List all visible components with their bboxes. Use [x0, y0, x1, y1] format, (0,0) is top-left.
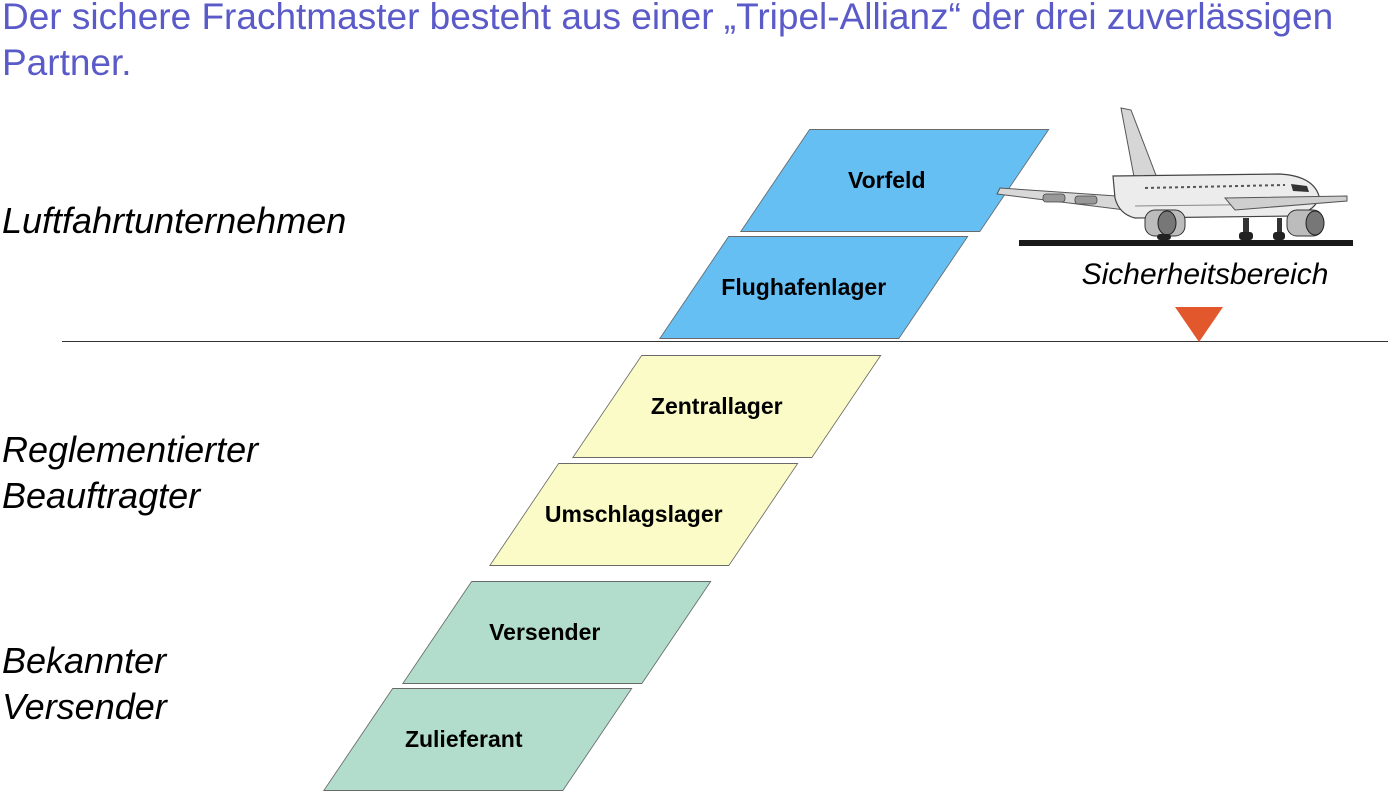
stage-flughafenlager: Flughafenlager [659, 236, 969, 339]
stage-zulieferant: Zulieferant [323, 688, 633, 791]
stage-zulieferant-label: Zulieferant [404, 726, 523, 752]
page-title: Der sichere Frachtmaster besteht aus ein… [2, 0, 1334, 83]
stage-zentrallager: Zentrallager [572, 355, 882, 458]
security-boundary-line [62, 341, 1388, 342]
airplane-icon [996, 107, 1353, 246]
group-label-bekannter-versender: Bekannter Versender [2, 638, 167, 730]
stage-umschlagslager: Umschlagslager [489, 463, 799, 566]
stage-vorfeld-label: Vorfeld [847, 167, 926, 193]
group-label-reglementierter-line2: Beauftragter [2, 475, 201, 516]
security-area-label: Sicherheitsbereich [1081, 258, 1329, 291]
group-label-bekannter-line1: Bekannter [2, 640, 167, 681]
stage-umschlagslager-label: Umschlagslager [544, 501, 723, 527]
triangle-down-icon [1175, 307, 1223, 342]
stage-versender-label: Versender [489, 619, 601, 645]
group-label-bekannter-line2: Versender [2, 686, 167, 727]
group-label-reglementierter-line1: Reglementierter [2, 429, 259, 470]
stage-zentrallager-label: Zentrallager [650, 393, 783, 419]
group-label-reglementierter-beauftragter: Reglementierter Beauftragter [2, 427, 258, 519]
group-label-luftfahrtunternehmen: Luftfahrtunternehmen [2, 198, 346, 244]
stage-versender: Versender [402, 581, 712, 684]
stage-flughafenlager-label: Flughafenlager [721, 274, 887, 300]
group-label-luftfahrtunternehmen-text: Luftfahrtunternehmen [2, 200, 347, 241]
